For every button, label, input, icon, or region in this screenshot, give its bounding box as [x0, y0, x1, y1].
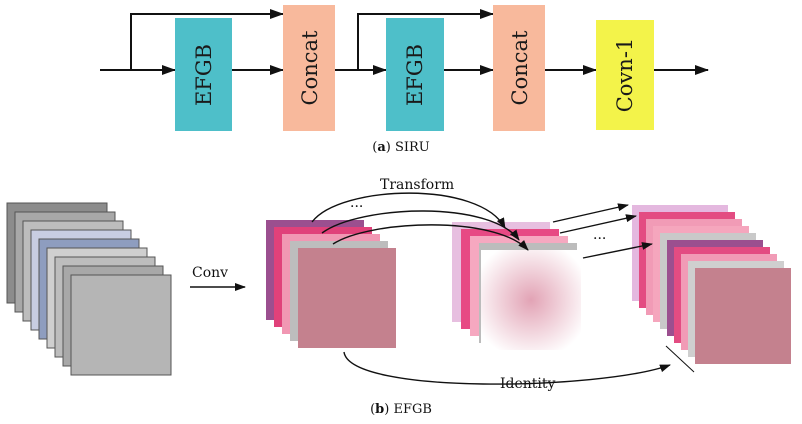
siru-skip-connection-1: [130, 9, 284, 70]
concat-arrow-1: [552, 203, 629, 223]
identity-label: Identity: [500, 376, 556, 392]
concat-arrow-2: [559, 214, 637, 234]
block-label: Concat: [508, 30, 532, 106]
transform-arrow-1: [311, 192, 506, 229]
output-feature-stack: [632, 205, 791, 364]
transform-label: Transform: [380, 177, 454, 193]
caption-letter: b: [375, 402, 384, 417]
feature-map-layer: [695, 268, 791, 364]
conv-feature-stack: [266, 220, 396, 348]
siru-block-efgb-1: EFGB: [175, 18, 232, 131]
siru-block-concat-2: Concat: [493, 5, 545, 131]
siru-panel: EFGB Concat EFGB Concat Covn-1 (a) SIRU: [100, 5, 709, 155]
caption-text: EFGB: [393, 402, 431, 417]
transform-arrow-2: [321, 210, 520, 241]
feature-map-layer: [70, 274, 172, 376]
siru-skip-connection-2: [357, 9, 494, 70]
block-label: EFGB: [192, 44, 216, 106]
glow-feature-map: [481, 250, 581, 350]
efgb-panel: Conv Transform ··· ··· Identity (b) EFGB: [6, 177, 791, 417]
siru-block-efgb-2: EFGB: [386, 18, 444, 131]
concat-arrow-3: [582, 242, 653, 259]
input-feature-stack: [6, 202, 172, 376]
transform-arrow-3: [332, 224, 529, 251]
block-label: Covn-1: [613, 38, 637, 113]
feature-map-layer: [298, 248, 396, 348]
ellipsis-right: ···: [593, 231, 606, 247]
siru-caption: (a) SIRU: [372, 140, 430, 155]
caption-letter: a: [377, 140, 386, 155]
block-label: EFGB: [403, 44, 427, 106]
caption-text: SIRU: [395, 140, 430, 155]
identity-arrow: [343, 351, 671, 385]
siru-block-conv-1: Covn-1: [596, 20, 654, 130]
block-label: Concat: [298, 30, 322, 106]
siru-block-concat-1: Concat: [283, 5, 335, 131]
conv-label: Conv: [192, 265, 228, 281]
efgb-caption: (b) EFGB: [370, 402, 432, 417]
output-stack-edge: [665, 345, 695, 373]
ellipsis-top: ···: [350, 199, 363, 215]
